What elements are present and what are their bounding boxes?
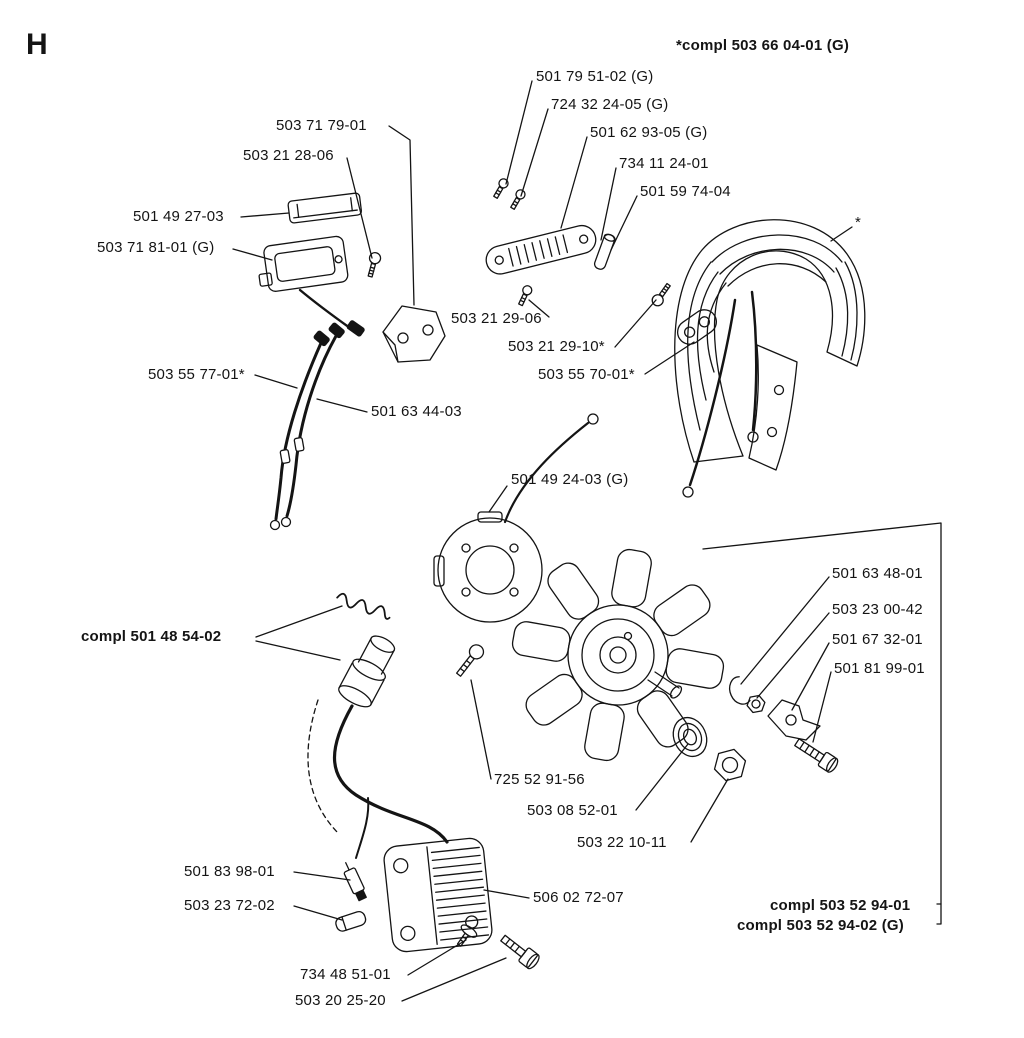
label-734-11-24-01: 734 11 24-01	[619, 155, 709, 172]
screw-724-32-24-05	[510, 189, 526, 210]
label-501-67-32-01: 501 67 32-01	[832, 631, 923, 648]
hex-bolt	[794, 738, 839, 773]
label-503-21-29-10: 503 21 29-10*	[508, 338, 605, 355]
small-nut	[746, 694, 766, 714]
label-503-20-25-20: 503 20 25-20	[295, 992, 386, 1009]
label-503-21-28-06: 503 21 28-06	[243, 147, 334, 164]
label-501-49-24-03: 501 49 24-03 (G)	[511, 471, 629, 488]
label-501-49-27-03: 501 49 27-03	[133, 208, 224, 225]
label-725-52-91-56: 725 52 91-56	[494, 771, 585, 788]
label-compl-503-66-04-01: *compl 503 66 04-01 (G)	[676, 37, 850, 54]
label-503-23-00-42: 503 23 00-42	[832, 601, 923, 618]
circlip	[729, 676, 751, 705]
label-501-83-98-01: 501 83 98-01	[184, 863, 275, 880]
label-503-22-10-11: 503 22 10-11	[577, 834, 667, 851]
mount-bracket	[382, 305, 446, 363]
label-724-32-24-05: 724 32 24-05 (G)	[551, 96, 669, 113]
screw-503-21-28-06	[367, 251, 382, 278]
label-503-23-72-02: 503 23 72-02	[184, 897, 275, 914]
label-501-63-48-01: 501 63 48-01	[832, 565, 923, 582]
label-compl-501-48-54-02: compl 501 48 54-02	[81, 628, 222, 645]
label-compl-503-52-94-02: compl 503 52 94-02 (G)	[737, 917, 904, 934]
label-asterisk: *	[855, 214, 862, 231]
label-503-08-52-01: 503 08 52-01	[527, 802, 618, 819]
label-734-48-51-01: 734 48 51-01	[300, 966, 391, 983]
spark-plug-boot	[338, 635, 396, 708]
flywheel-nut	[713, 748, 747, 782]
cylinder-pin	[593, 233, 616, 270]
starter-pawl	[767, 699, 821, 741]
label-501-81-99-01: 501 81 99-01	[834, 660, 925, 677]
connector-wire	[355, 797, 370, 859]
label-503-71-81-01: 503 71 81-01 (G)	[97, 239, 215, 256]
stator-ring	[433, 413, 599, 623]
cup-washer	[672, 716, 708, 758]
screw-with-washer	[456, 915, 479, 947]
label-506-02-72-07: 506 02 72-07	[533, 889, 624, 906]
screw-725-52-91-56	[455, 644, 485, 677]
leader-lines	[232, 80, 942, 1002]
flywheel	[511, 548, 725, 762]
ignition-coil	[383, 837, 493, 953]
label-503-55-70-01: 503 55 70-01*	[538, 366, 635, 383]
label-503-55-77-01: 503 55 77-01*	[148, 366, 245, 383]
wire-connector	[343, 862, 367, 902]
ignition-module	[258, 235, 365, 337]
socket-screw	[500, 934, 540, 970]
label-501-63-44-03: 501 63 44-03	[371, 403, 462, 420]
coil-spring	[336, 592, 391, 620]
label-compl-503-52-94-01: compl 503 52 94-01	[770, 897, 911, 914]
lead-wires	[269, 322, 345, 531]
section-letter: H	[26, 28, 48, 61]
slotted-plate	[485, 224, 597, 275]
screw-501-79-51-02	[493, 178, 509, 199]
label-503-71-79-01: 503 71 79-01	[276, 117, 367, 134]
screw-503-21-29-06	[518, 285, 533, 307]
label-501-62-93-05: 501 62 93-05 (G)	[590, 124, 708, 141]
label-503-21-29-06: 503 21 29-06	[451, 310, 542, 327]
label-501-79-51-02: 501 79 51-02 (G)	[536, 68, 654, 85]
label-501-59-74-04: 501 59 74-04	[640, 183, 731, 200]
cover-plate	[287, 192, 363, 224]
high-tension-wire	[307, 699, 449, 844]
cable-clamp	[335, 910, 367, 932]
screw-503-21-29-10	[651, 282, 671, 307]
hand-guard	[674, 219, 866, 498]
